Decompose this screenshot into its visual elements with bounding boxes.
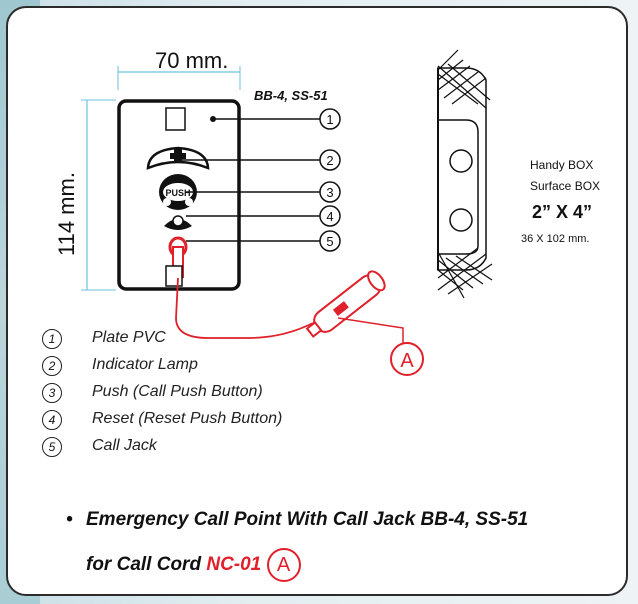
- legend-number: 3: [42, 383, 62, 403]
- box-info-line2: Surface BOX: [530, 179, 601, 193]
- legend-text: Reset (Reset Push Button): [92, 410, 283, 427]
- box-info-line4: 36 X 102 mm.: [521, 233, 590, 245]
- box-info-line1: Handy BOX: [530, 158, 594, 172]
- callout-circles: [319, 108, 341, 252]
- legend-number: 5: [42, 437, 62, 457]
- surface-box-side-view: [437, 49, 493, 299]
- callout-3: 3: [326, 185, 333, 200]
- legend-item: 4: [42, 410, 62, 430]
- callout-5: 5: [326, 234, 333, 249]
- legend-item: 3: [42, 383, 62, 403]
- model-label: BB-4, SS-51: [254, 88, 328, 103]
- box-info-line3: 2” X 4”: [532, 202, 593, 222]
- legend-item: 1: [42, 329, 62, 349]
- legend-item: 5: [42, 437, 62, 457]
- width-dimension-label: 70 mm.: [155, 48, 229, 73]
- height-dimension-label: 114 mm.: [54, 172, 79, 256]
- callout-4: 4: [326, 209, 333, 224]
- legend-text: Plate PVC: [92, 329, 166, 346]
- footer-product-code: NC-01: [206, 554, 262, 576]
- indicator-lamp-icon: [146, 146, 210, 170]
- legend-text: Call Jack: [92, 437, 157, 454]
- footer-line2: for Call Cord NC-01 A: [86, 548, 301, 582]
- push-label: PUSH: [165, 188, 190, 198]
- push-button-icon: [159, 174, 197, 210]
- height-dimension: [81, 99, 116, 291]
- cord-callout-circle: [390, 342, 424, 376]
- callout-1: 1: [326, 112, 333, 127]
- legend-number: 4: [42, 410, 62, 430]
- legend-text: Indicator Lamp: [92, 356, 198, 373]
- width-dimension: [117, 66, 241, 90]
- legend-item: 2: [42, 356, 62, 376]
- diagram-card: 1 2 3 4 5 PUSH A: [6, 6, 628, 596]
- footer-callout-circle: A: [266, 548, 301, 582]
- footer-line2-prefix: for Call Cord: [86, 554, 202, 576]
- diagram-svg: 1 2 3 4 5 PUSH A: [81, 49, 493, 376]
- cord-callout-leader: [337, 317, 404, 348]
- plate-top-slot: [165, 107, 186, 131]
- call-cord-handset: [305, 270, 386, 338]
- callout-leaders: [180, 118, 320, 242]
- legend-number: 1: [42, 329, 62, 349]
- callout-2: 2: [326, 153, 333, 168]
- legend-number: 2: [42, 356, 62, 376]
- footer-bullet: •: [66, 509, 73, 530]
- reset-button-icon: [164, 215, 192, 230]
- footer-line1: Emergency Call Point With Call Jack BB-4…: [86, 509, 529, 530]
- call-jack-icon: [165, 236, 188, 287]
- cord-callout-label: A: [400, 350, 414, 372]
- legend-text: Push (Call Push Button): [92, 383, 263, 400]
- call-cord: [175, 277, 314, 339]
